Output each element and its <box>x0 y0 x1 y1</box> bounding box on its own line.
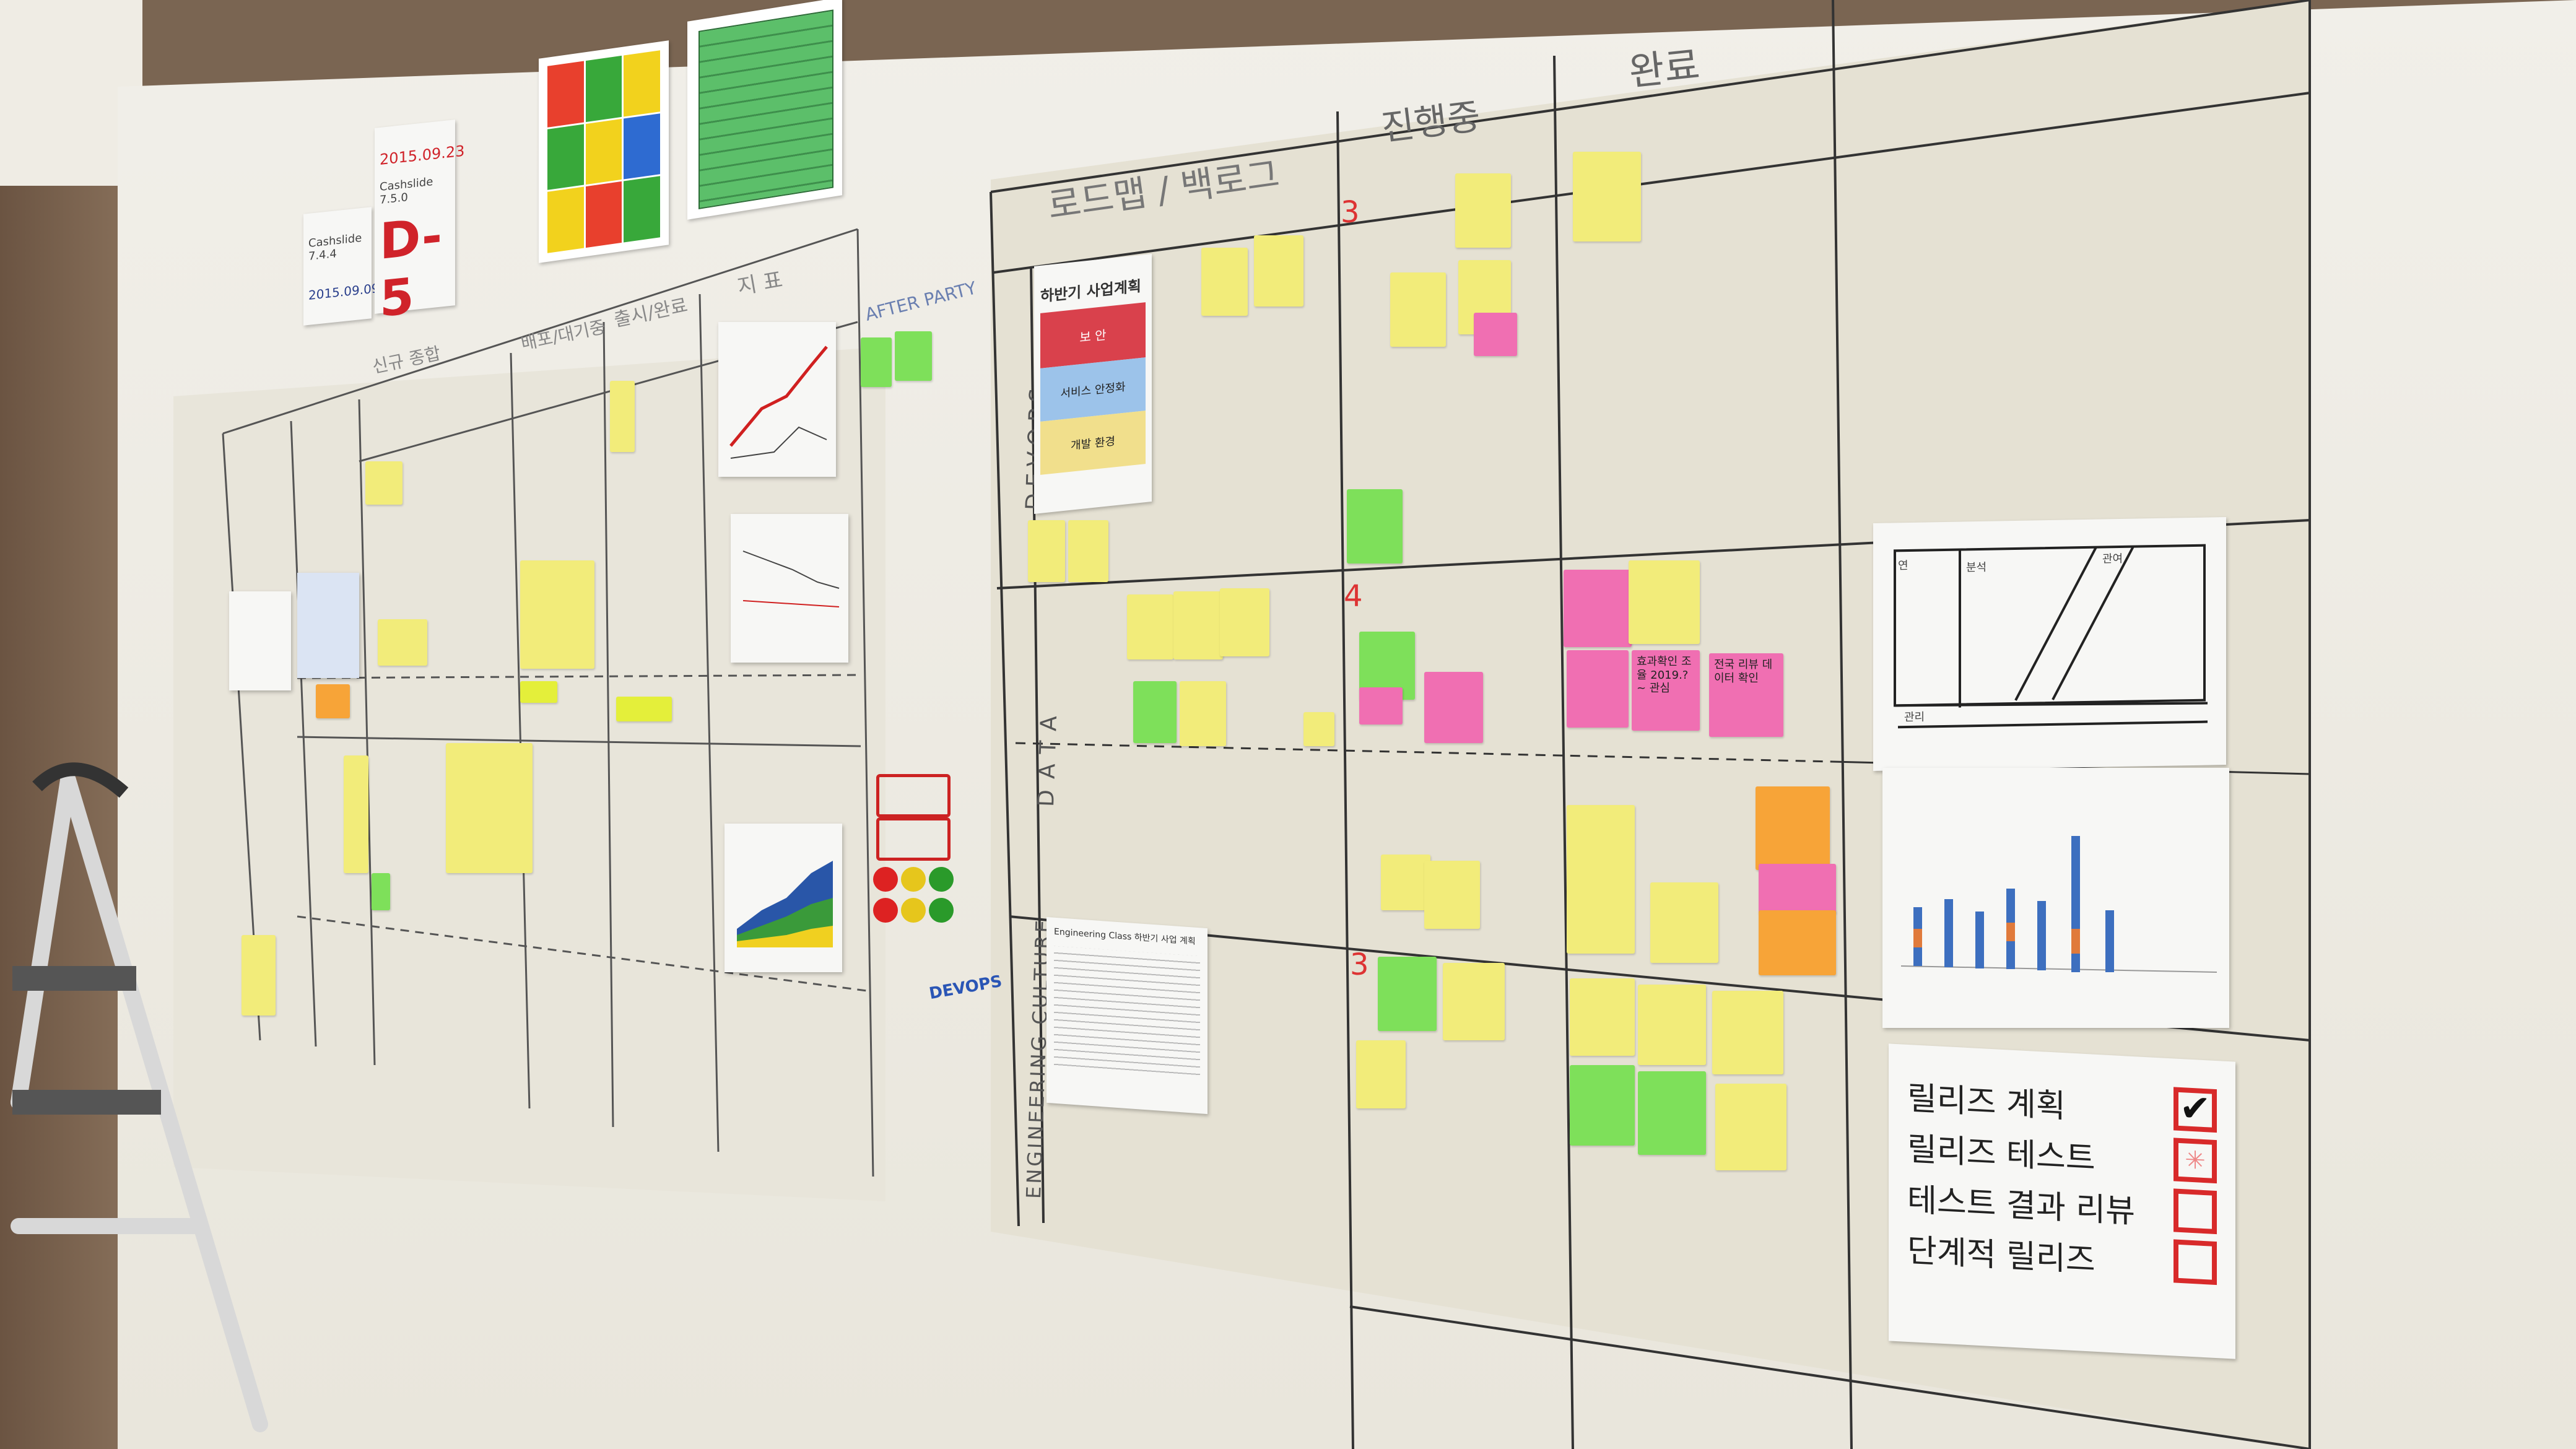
sticky-note <box>1390 272 1446 347</box>
sticky-note <box>1570 1065 1635 1146</box>
sticky-note <box>1564 570 1632 647</box>
printed-sheet <box>297 573 359 678</box>
map-label-2: 분석 <box>1966 560 1987 575</box>
release-checklist-sheet: 릴리즈 계획 ✔ 릴리즈 테스트 ✳ 테스트 결과 리뷰 단계적 릴리즈 <box>1889 1043 2235 1359</box>
sticky-note <box>1629 560 1700 644</box>
sticky-note <box>1220 588 1269 656</box>
row-label-data: DATA <box>1033 704 1063 807</box>
checkbox-checked-icon: ✔ <box>2174 1086 2217 1133</box>
map-sketch <box>1894 544 2208 729</box>
sticky-note <box>1759 910 1836 975</box>
sticky-note <box>1180 681 1226 746</box>
sticky-note <box>1474 313 1517 356</box>
wip-count-culture: 3 <box>1350 947 1369 982</box>
sticky-note <box>1567 805 1635 954</box>
culture-plan-title: Engineering Class 하반기 사업 계획 <box>1054 926 1196 947</box>
sticky-note <box>1567 650 1629 728</box>
sticky-note <box>861 337 892 387</box>
sticky-note <box>1303 712 1334 746</box>
sticky-note <box>520 560 594 669</box>
column-header-done: 완료 <box>1627 42 1702 95</box>
sticky-note <box>895 331 932 381</box>
sticky-note <box>1455 173 1511 248</box>
checklist-label-staged: 단계적 릴리즈 <box>1907 1232 2095 1279</box>
culture-plan-sheet: Engineering Class 하반기 사업 계획 <box>1046 916 1208 1115</box>
sticky-note <box>1028 520 1065 582</box>
sticky-note-text: 효과확인 조율 2019.?~ 관심 <box>1637 655 1692 695</box>
checklist-label-review: 테스트 결과 리뷰 <box>1907 1181 2135 1230</box>
business-plan-title: 하반기 사업계획 <box>1040 277 1141 305</box>
sticky-note <box>520 681 557 703</box>
sticky-note <box>1254 235 1303 307</box>
sticky-note <box>344 755 368 873</box>
sticky-note <box>1378 957 1437 1031</box>
map-label-4: 관리 <box>1904 710 1925 724</box>
sticky-note <box>1712 991 1783 1074</box>
sticky-note <box>1573 152 1641 242</box>
sticky-note <box>1650 882 1718 963</box>
sticky-note <box>316 684 350 718</box>
sticky-note: 효과확인 조율 2019.?~ 관심 <box>1632 650 1700 731</box>
bar-chart-image <box>1900 836 2217 973</box>
map-label-3: 관여 <box>2102 552 2123 566</box>
sticky-note <box>1424 672 1483 743</box>
checklist-label-plan: 릴리즈 계획 <box>1907 1079 2066 1125</box>
sticky-note <box>1173 591 1223 659</box>
area-chart-printout <box>724 824 842 972</box>
sticky-note <box>1381 855 1430 910</box>
sticky-note <box>1347 489 1403 564</box>
sticky-note <box>616 697 672 721</box>
sticky-note <box>610 381 635 452</box>
decline-chart-image <box>742 550 840 607</box>
checklist-label-test: 릴리즈 테스트 <box>1907 1130 2095 1178</box>
sticky-note <box>1638 1071 1706 1155</box>
growth-chart-printout <box>718 322 836 477</box>
sticky-note <box>378 619 427 666</box>
sticky-note <box>1443 963 1505 1040</box>
sticky-note <box>1068 520 1108 582</box>
sticky-note <box>1715 1084 1786 1170</box>
sticky-note <box>1127 594 1173 659</box>
sticky-note <box>372 873 390 910</box>
sticky-note <box>1201 248 1248 316</box>
printed-sheet <box>229 591 291 690</box>
mood-magnets <box>873 774 954 960</box>
sticky-note <box>365 461 402 505</box>
area-chart-image <box>737 861 833 947</box>
sticky-note <box>1759 864 1836 913</box>
growth-chart-image <box>729 346 828 459</box>
wip-count-data: 4 <box>1344 579 1363 614</box>
sticky-note <box>1638 985 1706 1065</box>
sticky-note <box>1356 1040 1406 1108</box>
sticky-note <box>1570 978 1635 1056</box>
sticky-note-text: 전국 리뷰 데이터 확인 <box>1714 658 1773 685</box>
business-plan-item-devenv: 개발 환경 <box>1040 411 1146 475</box>
sticky-note <box>1424 861 1480 929</box>
checkbox-in-progress-icon: ✳ <box>2174 1138 2217 1184</box>
sticky-note <box>1133 681 1177 743</box>
wip-count-devops: 3 <box>1341 195 1360 230</box>
sticky-note <box>446 743 533 873</box>
step-ladder <box>11 762 268 1432</box>
sticky-note <box>242 935 276 1016</box>
checkbox-empty-icon <box>2174 1188 2217 1235</box>
sticky-note <box>1359 687 1403 724</box>
checkbox-empty-icon <box>2174 1239 2217 1286</box>
sticky-note <box>1756 786 1830 870</box>
culture-plan-body <box>1054 946 1200 1081</box>
map-label-1: 연 <box>1898 559 1908 573</box>
map-sketch-sheet: 연 분석 관여 관리 <box>1873 517 2226 771</box>
sticky-note: 전국 리뷰 데이터 확인 <box>1709 653 1783 737</box>
decline-chart-printout <box>731 514 848 663</box>
bar-chart-printout <box>1882 768 2229 1028</box>
business-plan-sheet: 하반기 사업계획 보 안 서비스 안정화 개발 환경 <box>1034 254 1152 514</box>
